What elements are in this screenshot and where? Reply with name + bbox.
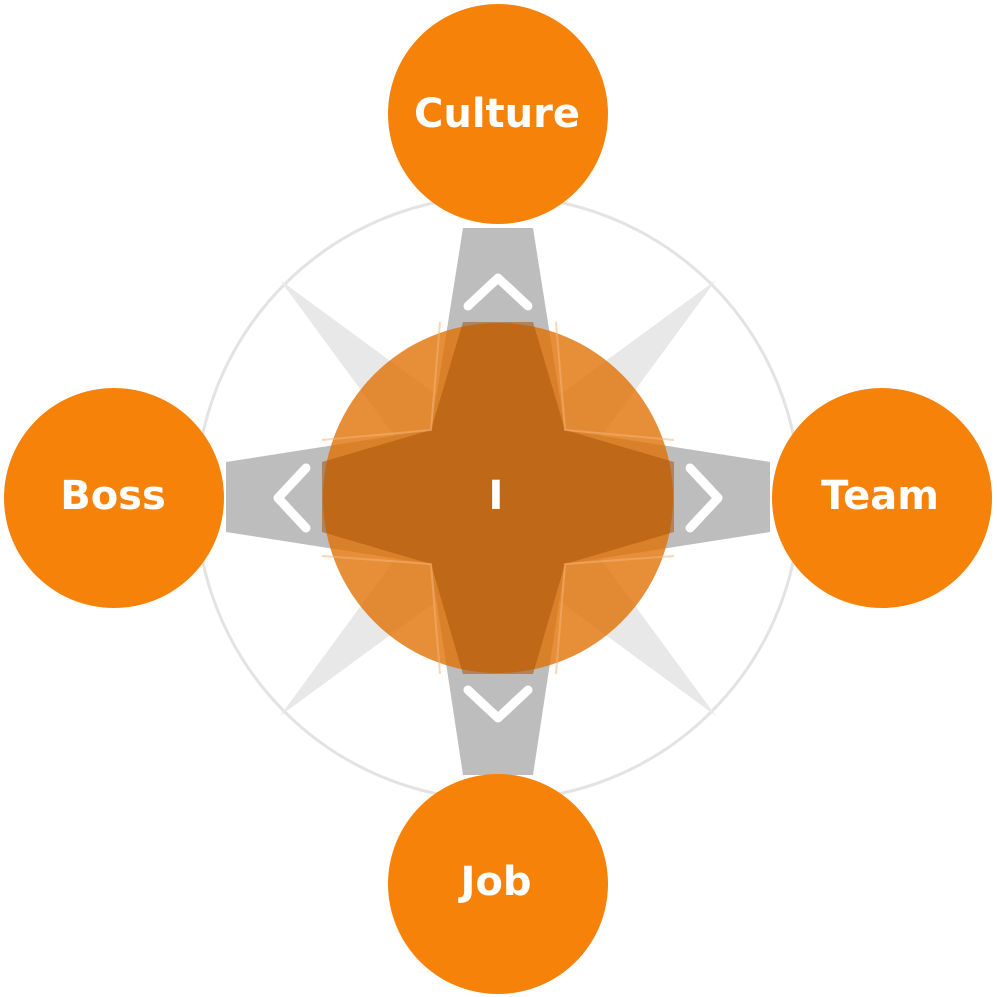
chevron-right-icon [685, 463, 723, 533]
node-right-label: Team [821, 473, 939, 519]
chevron-up-icon [463, 273, 533, 311]
node-left-label: Boss [60, 473, 166, 519]
node-top-label: Culture [414, 91, 580, 137]
node-left [4, 388, 224, 608]
chevron-down-icon [463, 685, 533, 723]
node-top [388, 4, 608, 224]
node-bottom-label: Job [458, 859, 532, 905]
node-bottom [388, 774, 608, 994]
node-right [772, 388, 992, 608]
center-node-label: I [489, 473, 504, 519]
center-star [322, 322, 674, 674]
star-highlights [321, 321, 675, 675]
chevrons [273, 273, 723, 723]
chevron-left-icon [273, 463, 311, 533]
